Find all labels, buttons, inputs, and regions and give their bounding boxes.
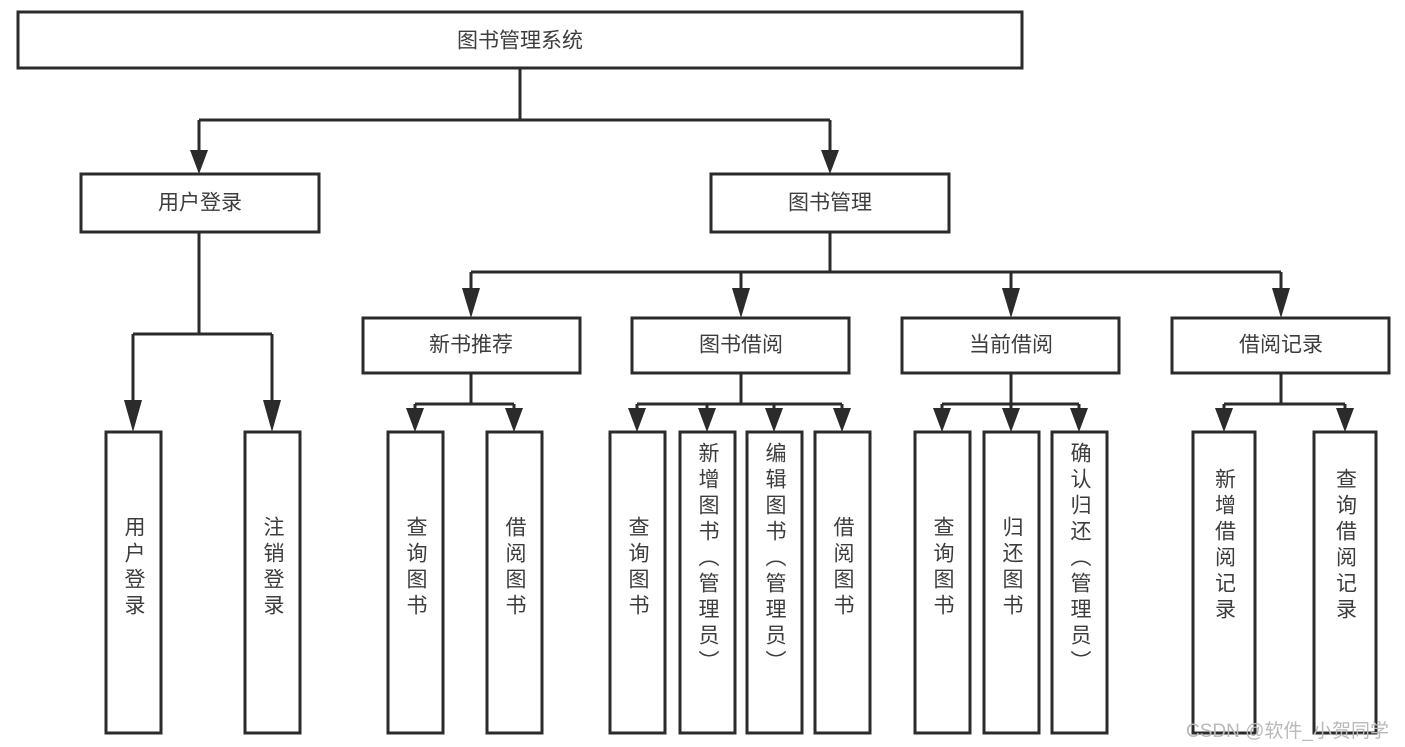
arrow-head-book-mgmt xyxy=(821,150,839,174)
node-book-mgmt-label: 图书管理 xyxy=(788,192,872,215)
leaf-box-book-borrow-3[interactable] xyxy=(745,430,804,735)
arrow-head-leaf-book-borrow-1 xyxy=(628,408,646,432)
node-borrow-record[interactable]: 借阅记录 xyxy=(1170,316,1391,375)
node-borrow-record-box[interactable] xyxy=(1170,316,1391,375)
arrow-head-leaf-user-login-2 xyxy=(263,400,281,432)
arrow-head-leaf-new-book-1 xyxy=(406,408,424,432)
arrow-head-leaf-book-borrow-3 xyxy=(765,408,783,432)
leaf-box-book-borrow-4[interactable] xyxy=(813,430,872,735)
leaf-box-new-book-1[interactable] xyxy=(386,430,445,735)
arrow-head-leaf-new-book-2 xyxy=(505,408,523,432)
node-borrow-record-label: 借阅记录 xyxy=(1239,334,1323,357)
connector-group-book-mgmt xyxy=(462,232,1290,318)
leaf-box-borrow-record-1[interactable] xyxy=(1191,430,1257,735)
arrow-head-leaf-book-borrow-4 xyxy=(833,408,851,432)
node-root-label: 图书管理系统 xyxy=(457,30,583,53)
node-new-book-label: 新书推荐 xyxy=(429,334,513,357)
node-new-book[interactable]: 新书推荐 xyxy=(361,316,582,375)
leaf-box-user-login-1[interactable] xyxy=(104,430,163,735)
connector-group-new-book xyxy=(406,373,523,432)
node-book-borrow-box[interactable] xyxy=(630,316,851,375)
arrow-head-leaf-borrow-record-2 xyxy=(1336,408,1354,432)
arrow-head-leaf-current-borrow-3 xyxy=(1070,408,1088,432)
arrow-head-leaf-book-borrow-2 xyxy=(698,408,716,432)
connector-group-user-login xyxy=(124,232,281,432)
node-book-mgmt-box[interactable] xyxy=(709,172,951,234)
node-user-login[interactable]: 用户登录 xyxy=(79,172,321,234)
leaf-box-user-login-2[interactable] xyxy=(243,430,302,735)
arrow-head-leaf-current-borrow-2 xyxy=(1002,408,1020,432)
leaf-box-current-borrow-1[interactable] xyxy=(913,430,972,735)
leaf-box-book-borrow-2[interactable] xyxy=(678,430,737,735)
arrow-head-user-login xyxy=(190,150,208,174)
arrow-head-book-borrow xyxy=(732,288,750,318)
node-user-login-box[interactable] xyxy=(79,172,321,234)
node-root[interactable]: 图书管理系统 xyxy=(16,10,1024,70)
node-book-mgmt[interactable]: 图书管理 xyxy=(709,172,951,234)
node-root-box[interactable] xyxy=(16,10,1024,70)
node-new-book-box[interactable] xyxy=(361,316,582,375)
leaf-box-current-borrow-2[interactable] xyxy=(982,430,1041,735)
connector-group-current-borrow xyxy=(933,373,1088,432)
node-book-borrow[interactable]: 图书借阅 xyxy=(630,316,851,375)
leaf-box-current-borrow-3[interactable] xyxy=(1050,430,1109,735)
node-current-borrow-box[interactable] xyxy=(900,316,1121,375)
node-user-login-label: 用户登录 xyxy=(158,192,242,215)
arrow-head-leaf-current-borrow-1 xyxy=(933,408,951,432)
leaf-box-new-book-2[interactable] xyxy=(485,430,544,735)
arrow-head-leaf-borrow-record-1 xyxy=(1215,408,1233,432)
connector-group-root xyxy=(190,68,839,174)
leaf-box-borrow-record-2[interactable] xyxy=(1312,430,1378,735)
arrow-head-borrow-record xyxy=(1272,288,1290,318)
node-book-borrow-label: 图书借阅 xyxy=(699,334,783,357)
connector-group-borrow-record xyxy=(1215,373,1354,432)
connector-group-book-borrow xyxy=(628,373,851,432)
arrow-head-leaf-user-login-1 xyxy=(124,400,142,432)
arrow-head-current-borrow xyxy=(1002,288,1020,318)
arrow-head-new-book xyxy=(462,288,480,318)
watermark-text: CSDN @软件_小贺同学 xyxy=(1186,721,1389,742)
node-current-borrow[interactable]: 当前借阅 xyxy=(900,316,1121,375)
leaf-box-book-borrow-1[interactable] xyxy=(608,430,667,735)
node-current-borrow-label: 当前借阅 xyxy=(969,334,1053,357)
